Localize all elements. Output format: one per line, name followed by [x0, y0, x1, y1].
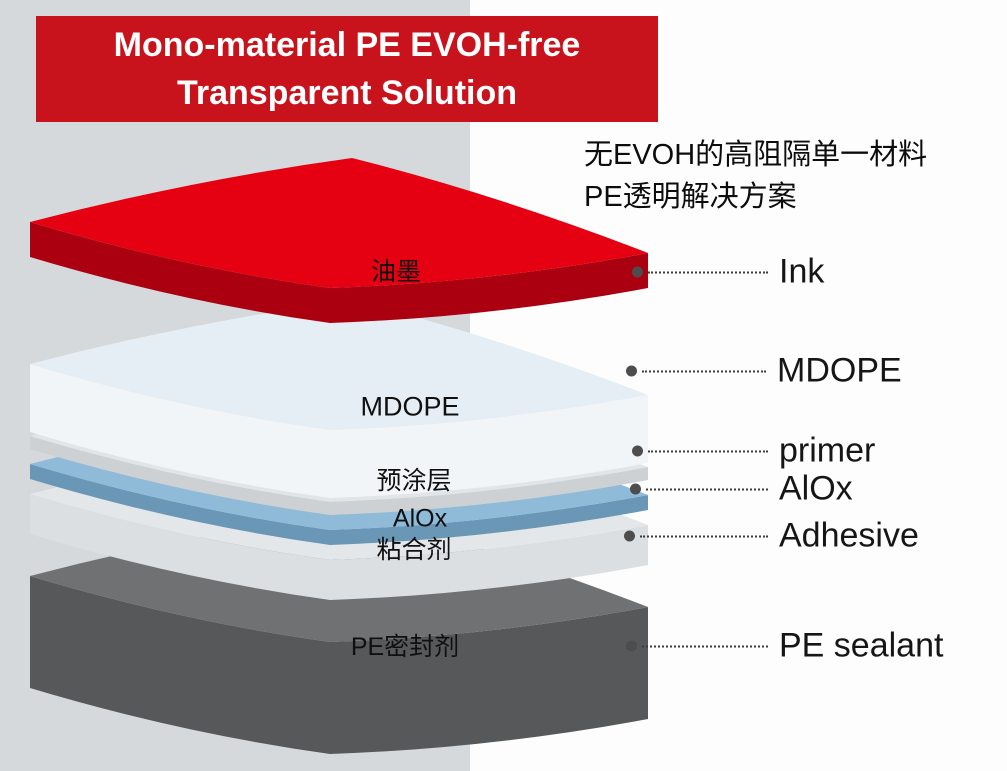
title-line-2: Transparent Solution [176, 74, 518, 112]
callout-label-alox: AlOx [779, 469, 853, 508]
subtitle: 无EVOH的高阻隔单一材料 PE透明解决方案 [584, 134, 927, 218]
leader-line-primer [648, 450, 768, 452]
callout-pe-sealant: PE sealant [626, 627, 943, 666]
leader-line-alox [646, 488, 768, 490]
callout-dot-primer [632, 445, 643, 457]
layer-mdope-top-face [30, 300, 648, 430]
callout-adhesive: Adhesive [624, 517, 919, 556]
callout-label-ink: Ink [779, 252, 825, 291]
layer-label-pe-sealant: PE密封剂 [350, 633, 460, 661]
layer-label-adhesive: 粘合剂 [376, 536, 452, 564]
subtitle-line-2: PE透明解决方案 [584, 181, 797, 213]
layer-primer-front-face [30, 436, 648, 515]
layer-label-mdope: MDOPE [360, 391, 460, 422]
callout-ink: Ink [632, 253, 824, 292]
layer-label-ink: 油墨 [370, 258, 422, 286]
callout-alox: AlOx [630, 470, 853, 509]
callout-label-primer: primer [779, 431, 876, 470]
leader-line-ink [648, 271, 768, 273]
layer-ink-front-face [30, 222, 648, 323]
layer-adhesive-front-face [30, 494, 648, 600]
callout-primer: primer [632, 432, 875, 471]
callout-dot-ink [632, 266, 643, 278]
callout-label-pe-sealant: PE sealant [779, 626, 944, 665]
layer-label-alox: AlOx [392, 504, 448, 533]
title-banner: Mono-material PE EVOH-free Transparent S… [36, 16, 658, 122]
callout-dot-adhesive [624, 530, 635, 542]
layer-ink-top-face [30, 158, 648, 288]
callout-label-mdope: MDOPE [777, 351, 902, 390]
callout-dot-mdope [626, 365, 637, 377]
layer-alox-front-face [30, 464, 648, 545]
callout-label-adhesive: Adhesive [779, 516, 919, 555]
layer-mdope-front-face [30, 364, 648, 498]
callout-mdope: MDOPE [626, 352, 902, 391]
leader-line-adhesive [640, 535, 768, 537]
leader-line-mdope [642, 370, 766, 372]
layer-pe_sealant-front-face [30, 576, 648, 754]
subtitle-line-1: 无EVOH的高阻隔单一材料 [584, 139, 928, 171]
callout-dot-alox [630, 483, 641, 495]
leader-line-pe-sealant [642, 645, 768, 647]
callout-dot-pe-sealant [626, 640, 637, 652]
layer-label-primer: 预涂层 [376, 467, 452, 495]
title-line-1: Mono-material PE EVOH-free [113, 26, 581, 64]
